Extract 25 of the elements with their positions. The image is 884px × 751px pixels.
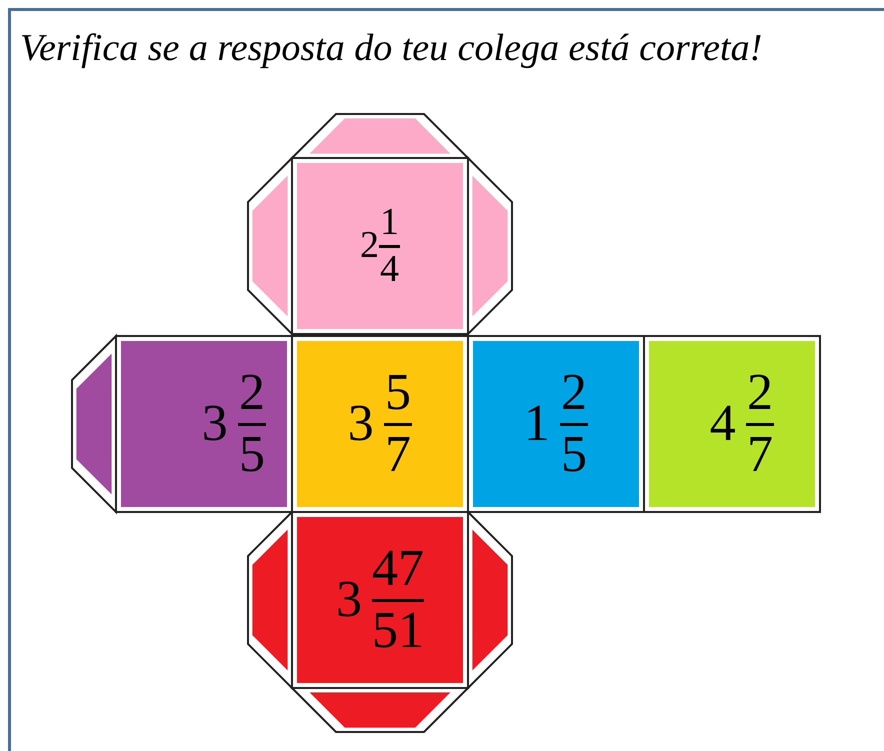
denominator: 5 [239, 428, 265, 482]
cube-face [121, 341, 287, 507]
denominator: 4 [380, 250, 399, 290]
denominator: 51 [372, 604, 424, 658]
numerator: 2 [561, 366, 587, 420]
whole-number: 4 [710, 396, 736, 452]
title: Verifica se a resposta do teu colega está correta! [20, 26, 762, 71]
numerator: 1 [380, 202, 399, 242]
numerator: 47 [372, 542, 424, 596]
whole-number: 3 [202, 396, 228, 452]
cube-face [649, 341, 815, 507]
cube-face [297, 517, 463, 683]
denominator: 7 [385, 428, 411, 482]
numerator: 2 [747, 366, 773, 420]
cube-face [297, 163, 463, 329]
numerator: 2 [239, 366, 265, 420]
whole-number: 2 [360, 226, 380, 266]
denominator: 5 [561, 428, 587, 482]
whole-number: 1 [524, 396, 550, 452]
denominator: 7 [747, 428, 773, 482]
cube-face [473, 341, 639, 507]
whole-number: 3 [336, 572, 362, 628]
cube-face [297, 341, 463, 507]
numerator: 5 [385, 366, 411, 420]
whole-number: 3 [348, 396, 374, 452]
